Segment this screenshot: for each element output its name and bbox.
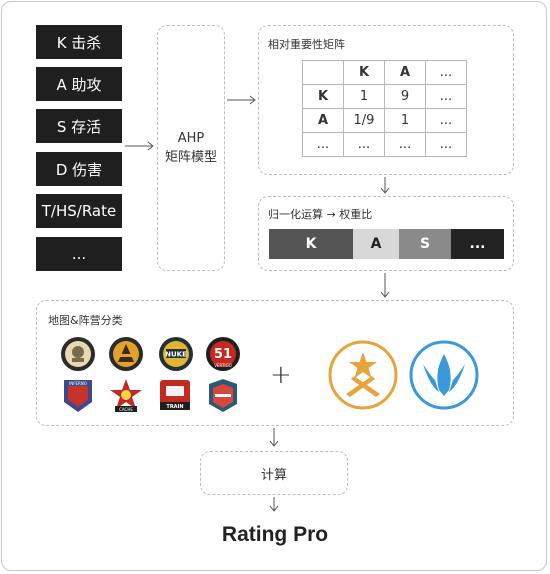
arrow-to-calc (269, 428, 279, 447)
vertigo-badge-text: VERTIGO (214, 363, 232, 368)
classify-title: 地图&阵营分类 (48, 314, 123, 327)
matrix-cell: ... (384, 132, 426, 157)
matrix-title: 相对重要性矩阵 (268, 38, 345, 51)
metric-damage: D 伤害 (36, 152, 122, 186)
matrix-cell (302, 60, 344, 85)
plus-sign: + (270, 360, 292, 390)
map-dust2-badge-icon (61, 337, 95, 371)
weight-label: A (370, 236, 382, 252)
map-vertigo-badge-icon: 51 VERTIGO (206, 337, 240, 371)
nuke-badge-text: NUKE (165, 351, 187, 359)
matrix-cell: 1 (343, 84, 385, 109)
weight-label: S (419, 236, 431, 252)
map-train-badge-icon: TRAIN (160, 380, 190, 410)
matrix-cell: ... (425, 84, 467, 109)
matrix-cell: A (302, 108, 344, 133)
map-overpass-badge-icon (209, 379, 237, 412)
calc-box (200, 451, 348, 495)
cache-badge-text: CACHE (119, 407, 133, 412)
metric-more: ... (36, 237, 122, 271)
weight-label: K (305, 236, 317, 252)
matrix-cell: 1/9 (343, 108, 385, 133)
weight-bar-more: ... (451, 229, 504, 259)
weight-label: ... (469, 236, 486, 252)
counter-terrorist-faction-icon (409, 340, 479, 410)
train-badge-text: TRAIN (166, 404, 183, 410)
ahp-model: AHP 矩阵模型 (157, 25, 225, 271)
svg-text:51: 51 (214, 347, 232, 362)
weight-bar-s: S (399, 229, 451, 259)
ahp-line1: AHP (177, 131, 205, 146)
map-mirage-badge-icon (109, 337, 143, 371)
weight-bar-k: K (269, 229, 353, 259)
arrow-to-classify (380, 273, 390, 298)
rating-pro-title: Rating Pro (221, 523, 329, 546)
arrow-to-matrix (227, 95, 256, 105)
metric-other: T/HS/Rate (36, 194, 122, 228)
matrix-cell: ... (425, 132, 467, 157)
matrix-cell: 9 (384, 84, 426, 109)
matrix-cell: A (384, 60, 426, 85)
weight-bar-a: A (353, 229, 399, 259)
calc-label: 计算 (260, 467, 287, 483)
metric-survival: S 存活 (36, 109, 122, 143)
matrix-cell: K (302, 84, 344, 109)
terrorist-faction-icon (328, 340, 398, 410)
inferno-badge-text: INFERNO (69, 381, 87, 386)
matrix-cell: K (343, 60, 385, 85)
matrix-cell: ... (425, 60, 467, 85)
ahp-box (157, 25, 225, 271)
map-nuke-badge-icon: NUKE (159, 337, 193, 371)
metric-kills: K 击杀 (36, 25, 122, 59)
matrix-cell: ... (343, 132, 385, 157)
map-cache-badge-icon: CACHE (110, 379, 142, 412)
arrow-to-ahp (125, 141, 154, 151)
arrow-to-title (269, 497, 279, 512)
arrow-to-weights (380, 177, 390, 194)
map-inferno-badge-icon: INFERNO (64, 380, 92, 412)
matrix-cell: ... (425, 108, 467, 133)
weights-title: 归一化运算 → 权重比 (268, 208, 373, 221)
matrix-cell: 1 (384, 108, 426, 133)
ahp-line2: 矩阵模型 (164, 150, 217, 165)
importance-matrix: K A ... K 1 9 ... A 1/9 1 ... ... ... ..… (302, 60, 467, 157)
matrix-cell: ... (302, 132, 344, 157)
metric-assists: A 助攻 (36, 67, 122, 101)
